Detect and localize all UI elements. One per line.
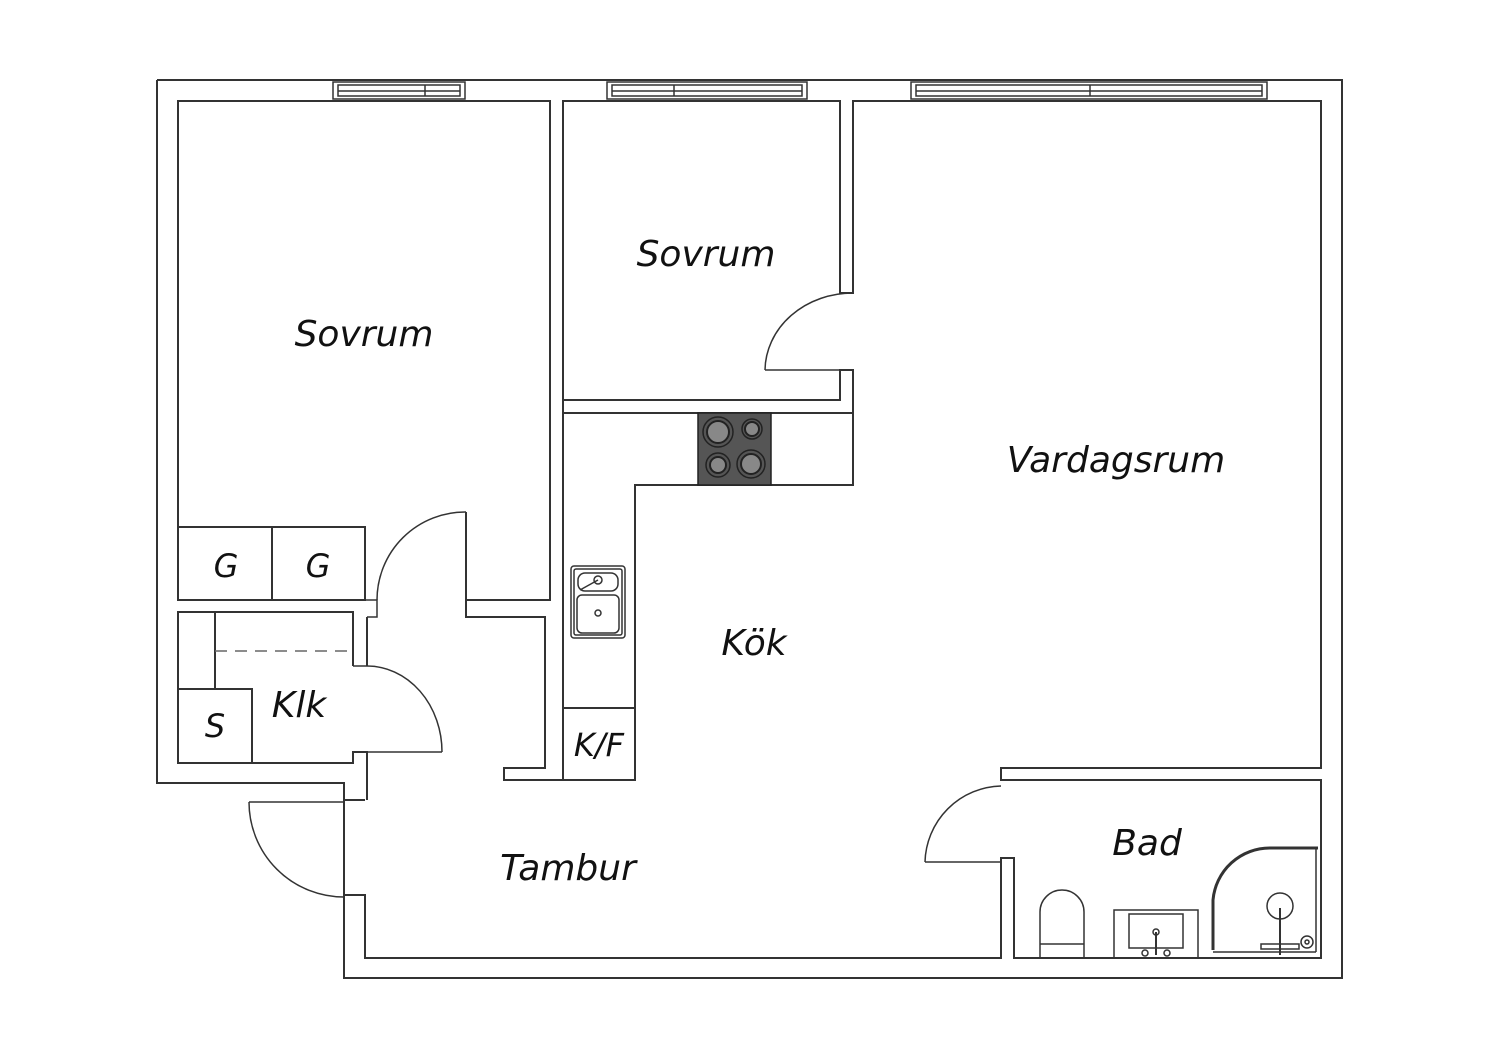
klk-closet: S	[177, 611, 368, 800]
room-label-klk: Klk	[272, 685, 329, 726]
sink-icon	[570, 565, 626, 639]
wardrobe-label-2: G	[306, 547, 331, 585]
sovrum-2-door[interactable]	[764, 292, 854, 371]
outer-walls	[156, 79, 1343, 979]
storage-label: S	[205, 707, 225, 745]
toilet-icon	[1039, 889, 1085, 958]
fridge-freezer-label: K/F	[574, 726, 625, 764]
wardrobe-label-1: G	[214, 547, 239, 585]
wardrobes: G G	[177, 526, 366, 601]
fridge-freezer: K/F	[563, 707, 635, 781]
room-label-bad: Bad	[1112, 823, 1183, 864]
window-1	[332, 81, 466, 100]
window-3	[910, 81, 1268, 100]
outer-wall-left	[156, 80, 345, 895]
hob-icon	[697, 412, 772, 486]
inner-wall-top-mid	[344, 100, 1322, 959]
inner-wall-top-left	[177, 100, 551, 601]
room-label-vardagsrum: Vardagsrum	[1007, 440, 1225, 481]
room-label-kok: Kök	[721, 623, 788, 664]
shower-icon	[1211, 846, 1318, 955]
entrance-door[interactable]	[248, 801, 345, 898]
room-label-sovrum-1: Sovrum	[295, 314, 434, 355]
room-label-sovrum-2: Sovrum	[637, 234, 776, 275]
bad-door[interactable]	[924, 785, 1002, 863]
kitchen-wall-stub	[465, 600, 563, 781]
outer-wall-line	[157, 79, 1343, 979]
klk-door[interactable]	[353, 665, 443, 753]
sovrum-1-door[interactable]	[365, 511, 467, 618]
window-2	[606, 81, 808, 100]
washbasin-icon	[1113, 909, 1199, 959]
room-label-tambur: Tambur	[500, 848, 638, 889]
